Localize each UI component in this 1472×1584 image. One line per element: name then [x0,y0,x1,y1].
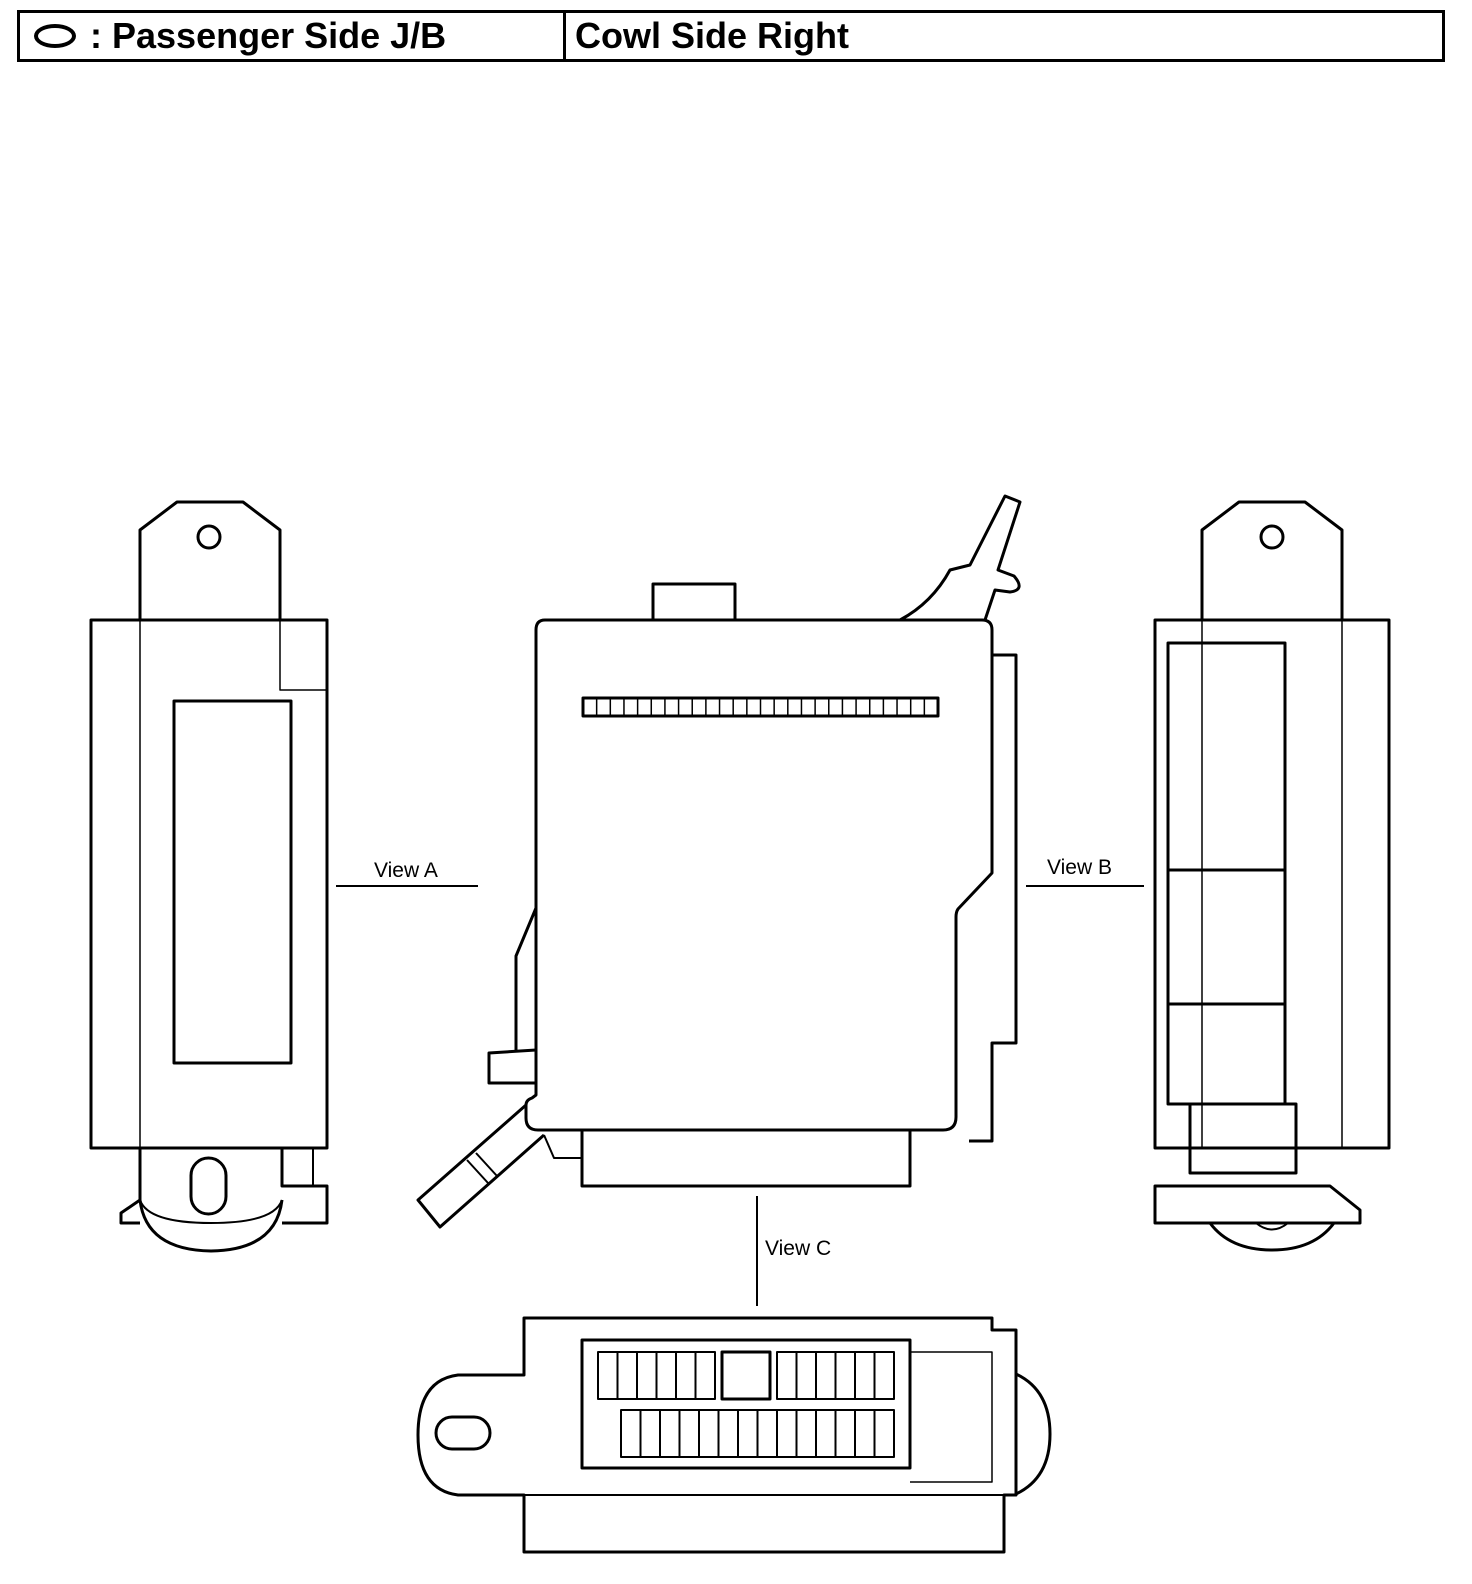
connector-strip-pins [595,698,926,716]
main-junction-block-drawing [416,494,1022,1229]
view-c-drawing [416,1316,1052,1554]
fuse-row-bottom [620,1409,895,1458]
view-b-label: View B [1047,856,1112,879]
view-b-drawing [1153,500,1391,1252]
view-a-drawing [89,500,329,1253]
view-c-label: View C [765,1237,831,1260]
header-cell-junction-block: : Passenger Side J/B [20,13,566,59]
view-a-label: View A [374,859,438,882]
fuse-row-top-right [776,1351,895,1400]
header-table: : Passenger Side J/B Cowl Side Right [17,10,1445,62]
junction-block-name: : Passenger Side J/B [90,15,447,56]
fuse-row-top-left [597,1351,716,1400]
oval-symbol-icon [34,24,76,48]
location-name: Cowl Side Right [575,15,849,56]
header-cell-location: Cowl Side Right [566,13,1442,59]
